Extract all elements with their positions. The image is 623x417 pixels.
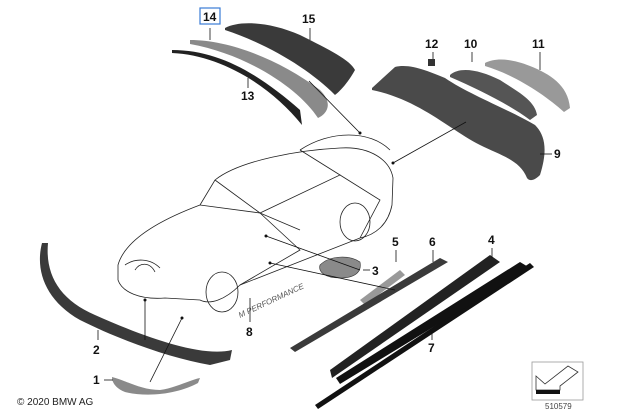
callout-5[interactable]: 5 xyxy=(392,235,399,249)
part-8-m-performance-badge[interactable]: M PERFORMANCE xyxy=(237,281,306,319)
part-11-diffuser-trim[interactable] xyxy=(485,59,570,112)
direction-icon xyxy=(531,361,584,401)
part-12-clip[interactable] xyxy=(428,59,435,66)
callout-7[interactable]: 7 xyxy=(428,341,435,355)
callout-10[interactable]: 10 xyxy=(464,37,478,51)
callout-3[interactable]: 3 xyxy=(372,264,379,278)
part-7-side-stripe-wide[interactable] xyxy=(336,262,530,384)
callout-11[interactable]: 11 xyxy=(532,37,545,51)
callout-13[interactable]: 13 xyxy=(241,89,255,103)
callout-6[interactable]: 6 xyxy=(429,235,436,249)
part-13-trim[interactable] xyxy=(172,50,302,125)
copyright-text: © 2020 BMW AG xyxy=(17,397,94,408)
callout-8[interactable]: 8 xyxy=(246,325,253,339)
part-10-diffuser-insert[interactable] xyxy=(450,69,537,120)
callout-2[interactable]: 2 xyxy=(93,343,100,357)
part-9-rear-diffuser[interactable] xyxy=(372,66,545,181)
part-7-side-stripe[interactable] xyxy=(315,263,534,409)
callout-12[interactable]: 12 xyxy=(425,37,439,51)
callout-15[interactable]: 15 xyxy=(302,12,316,26)
callout-1[interactable]: 1 xyxy=(93,373,100,387)
car-outline xyxy=(117,134,394,313)
part-14-spoiler-lip[interactable] xyxy=(190,40,328,118)
part-15-rear-spoiler[interactable] xyxy=(225,23,355,95)
callout-4[interactable]: 4 xyxy=(488,233,495,247)
part-1-front-trim[interactable] xyxy=(112,377,200,395)
part-4-side-skirt-trim[interactable] xyxy=(330,255,500,378)
callout-14[interactable]: 14 xyxy=(203,10,217,24)
callout-14-highlight-box xyxy=(199,7,221,25)
callout-9[interactable]: 9 xyxy=(554,147,561,161)
part-3-mirror-cap[interactable] xyxy=(319,256,361,279)
diagram-number: 510579 xyxy=(545,402,572,411)
part-6-side-skirt[interactable] xyxy=(290,258,448,352)
part-2-front-splitter[interactable] xyxy=(39,243,233,365)
leader-lines xyxy=(97,28,552,383)
